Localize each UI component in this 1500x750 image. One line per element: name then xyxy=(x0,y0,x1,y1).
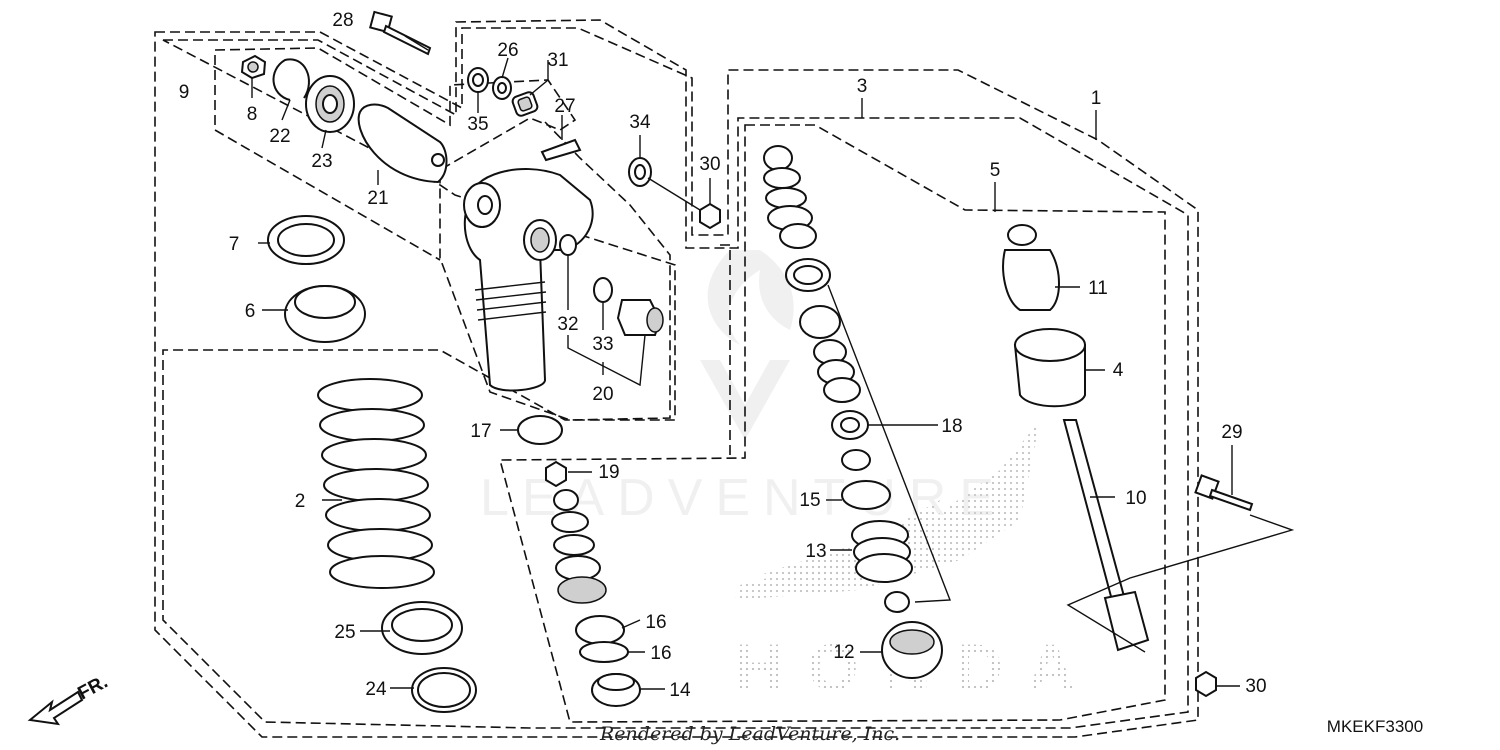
circlip-22 xyxy=(272,58,310,101)
bump-stop-11 xyxy=(1002,224,1060,311)
callout-31: 31 xyxy=(547,50,568,71)
leader-lines xyxy=(251,57,1295,690)
oring-32 xyxy=(559,234,577,256)
callout-12: 12 xyxy=(833,642,854,663)
spring-seat-25 xyxy=(381,601,463,655)
ring-16-lower xyxy=(579,641,629,663)
callout-32: 32 xyxy=(557,314,578,335)
valve-31 xyxy=(511,91,539,117)
callout-8: 8 xyxy=(247,104,258,125)
collar-34 xyxy=(628,157,652,187)
assembly-group-outlines xyxy=(154,19,1199,738)
callout-labels: 1 2 3 4 5 6 7 8 9 10 11 12 13 14 15 16 1… xyxy=(179,10,1267,701)
callout-13: 13 xyxy=(805,541,826,562)
spring-seat-23 xyxy=(305,75,355,133)
cap-4 xyxy=(1013,328,1086,408)
callout-33: 33 xyxy=(592,334,613,355)
bump-rubber-13 xyxy=(851,520,913,583)
callout-25: 25 xyxy=(334,622,355,643)
cap-12 xyxy=(881,621,943,679)
callout-18: 18 xyxy=(941,416,962,437)
callout-7: 7 xyxy=(229,234,240,255)
callout-16-upper: 16 xyxy=(645,612,666,633)
callout-27: 27 xyxy=(554,96,575,117)
piston-valve-stack-right xyxy=(763,145,817,249)
damper-body xyxy=(463,168,594,392)
callout-28: 28 xyxy=(332,10,353,31)
rendered-by-credit: Rendered by LeadVenture, Inc. xyxy=(599,723,900,745)
callout-14: 14 xyxy=(669,680,691,701)
oring-15 xyxy=(841,480,891,510)
stop-ring-17 xyxy=(517,415,563,445)
callout-9: 9 xyxy=(179,82,190,103)
callout-6: 6 xyxy=(245,301,256,322)
small-spring xyxy=(884,591,910,613)
locknut-7 xyxy=(267,215,345,265)
callout-11: 11 xyxy=(1088,278,1108,299)
callout-5: 5 xyxy=(990,160,1001,181)
nut-19 xyxy=(545,460,567,488)
front-arrow-icon xyxy=(27,690,84,726)
oring-35 xyxy=(467,67,489,93)
oring-26 xyxy=(492,76,512,100)
callout-30-top: 30 xyxy=(699,154,720,175)
nut-30-top xyxy=(699,202,721,230)
callout-15: 15 xyxy=(799,490,820,511)
ring-16-upper xyxy=(575,615,625,645)
nut-8 xyxy=(240,54,267,80)
spring-2 xyxy=(317,378,435,589)
front-direction-marker: FR. xyxy=(27,672,111,726)
callout-17: 17 xyxy=(470,421,491,442)
oring-33 xyxy=(593,277,613,303)
adjuster-nut-6 xyxy=(284,285,366,343)
circlip-24 xyxy=(411,667,477,713)
callout-20: 20 xyxy=(592,384,613,405)
piston-valve-stack-left xyxy=(551,489,607,604)
callout-29: 29 xyxy=(1221,422,1242,443)
diagram-code: MKEKF3300 xyxy=(1327,717,1423,736)
bolt-28 xyxy=(369,10,432,56)
label-27 xyxy=(540,138,582,162)
callout-16-lower: 16 xyxy=(650,643,671,664)
callout-22: 22 xyxy=(269,126,290,147)
callout-1: 1 xyxy=(1091,88,1102,109)
callout-10: 10 xyxy=(1125,488,1146,509)
callout-30-bottom: 30 xyxy=(1245,676,1266,697)
callout-26: 26 xyxy=(497,40,518,61)
callout-23: 23 xyxy=(311,151,332,172)
callout-21: 21 xyxy=(367,188,388,209)
callout-24: 24 xyxy=(365,679,387,700)
bushing-18 xyxy=(831,410,869,440)
washer-small xyxy=(841,449,871,471)
washer-stack-middle xyxy=(799,305,861,403)
callout-34: 34 xyxy=(629,112,651,133)
bolt-29 xyxy=(1194,474,1254,512)
rod-10 xyxy=(1062,419,1150,652)
collar-14 xyxy=(591,673,641,707)
callout-3: 3 xyxy=(857,76,868,97)
reservoir-cap-21 xyxy=(357,103,448,184)
callout-19: 19 xyxy=(598,462,619,483)
nut-30-bottom xyxy=(1195,670,1217,698)
seal-upper xyxy=(785,258,831,292)
adjuster-20 xyxy=(616,299,664,336)
callout-2: 2 xyxy=(295,491,306,512)
callout-4: 4 xyxy=(1113,360,1124,381)
callout-35: 35 xyxy=(467,114,488,135)
